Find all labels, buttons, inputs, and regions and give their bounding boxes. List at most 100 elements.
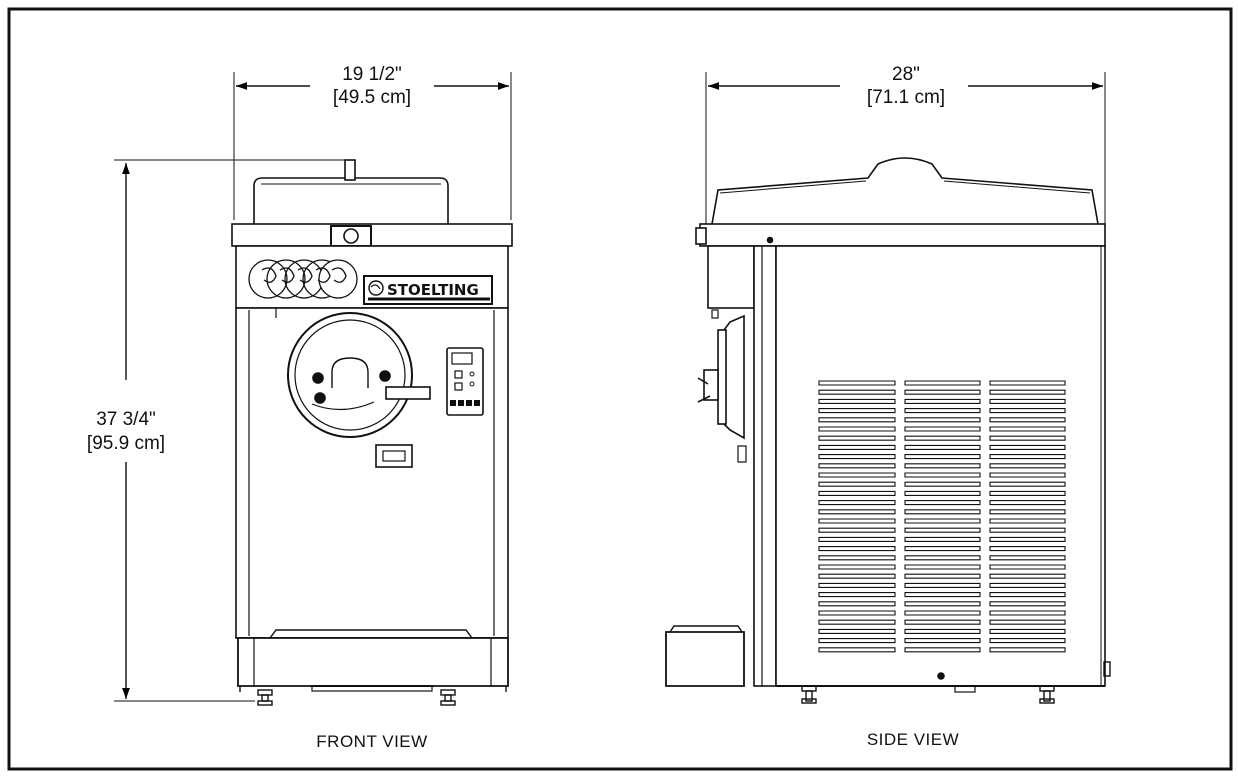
louver-slot (904, 408, 981, 414)
louver-slot (904, 417, 981, 423)
louver-slot (904, 435, 981, 441)
louver-slot (989, 444, 1066, 450)
front-drip-tray (237, 637, 509, 687)
louver-slot (989, 573, 1066, 579)
louver-slot (989, 647, 1066, 653)
louver-slot (904, 481, 981, 487)
front-height-metric: [95.9 cm] (87, 433, 165, 454)
louver-slot (818, 628, 896, 634)
side-depth-imperial: 28" (892, 64, 920, 85)
louver-slot (904, 601, 981, 607)
front-lid-handle (344, 159, 356, 181)
louver-slot (904, 582, 981, 588)
side-hopper-lid (711, 157, 1099, 225)
louver-slot (818, 380, 896, 386)
louver-slot (989, 527, 1066, 533)
side-view (665, 72, 1111, 704)
louver-slot (989, 564, 1066, 570)
louver-slot (904, 509, 981, 515)
louver-slot (904, 527, 981, 533)
louver-slot (818, 500, 896, 506)
louver-slot (818, 582, 896, 588)
louver-slot (818, 555, 896, 561)
dimension-labels: 19 1/2" [49.5 cm] 37 3/4" [95.9 cm] 28" … (87, 64, 945, 454)
louver-slot (818, 527, 896, 533)
side-view-caption: SIDE VIEW (867, 730, 959, 749)
louver-slot (989, 638, 1066, 644)
louver-slot (989, 426, 1066, 432)
louver-slot (904, 610, 981, 616)
louver-slot (818, 481, 896, 487)
front-view (114, 72, 513, 706)
louver-slot (989, 546, 1066, 552)
louver-slot (904, 619, 981, 625)
louver-slot (904, 490, 981, 496)
louver-slot (989, 417, 1066, 423)
front-width-metric: [49.5 cm] (333, 87, 411, 108)
louver-slot (989, 454, 1066, 460)
sheet-border (7, 7, 1233, 771)
louver-slot (904, 536, 981, 542)
louver-slot (904, 638, 981, 644)
louver-slot (818, 463, 896, 469)
front-flavor-graphic (248, 259, 358, 299)
louver-slot (818, 398, 896, 404)
louver-slot (904, 647, 981, 653)
louver-slot (904, 398, 981, 404)
louver-slot (904, 472, 981, 478)
louver-slot (989, 481, 1066, 487)
louver-slot (818, 472, 896, 478)
side-louvers (818, 380, 1066, 653)
louver-slot (989, 628, 1066, 634)
side-freezer-door (697, 309, 747, 463)
louver-slot (989, 472, 1066, 478)
louver-slot (904, 573, 981, 579)
louver-slot (904, 380, 981, 386)
louver-slot (904, 564, 981, 570)
louver-slot (818, 647, 896, 653)
louver-slot (818, 389, 896, 395)
louver-slot (989, 463, 1066, 469)
side-cabinet (775, 245, 1106, 687)
front-width-imperial: 19 1/2" (342, 64, 402, 85)
front-control-panel (446, 347, 484, 416)
side-front-frame (753, 245, 777, 687)
louver-slot (989, 610, 1066, 616)
louver-slot (904, 454, 981, 460)
louver-slot (904, 555, 981, 561)
louver-slot (989, 592, 1066, 598)
louver-slot (818, 435, 896, 441)
louver-slot (818, 638, 896, 644)
louver-slot (818, 454, 896, 460)
louver-slot (989, 555, 1066, 561)
louver-slot (989, 408, 1066, 414)
louver-slot (904, 628, 981, 634)
louver-slot (904, 444, 981, 450)
louver-slot (818, 426, 896, 432)
louver-slot (989, 398, 1066, 404)
louver-slot (989, 509, 1066, 515)
front-door-handle (375, 444, 413, 468)
louver-slot (818, 490, 896, 496)
louver-slot (818, 444, 896, 450)
louver-slot (989, 490, 1066, 496)
front-height-dimension (114, 159, 345, 702)
louver-slot (989, 380, 1066, 386)
louver-slot (818, 573, 896, 579)
side-depth-dimension (705, 72, 1106, 224)
louver-slot (989, 435, 1066, 441)
louver-slot (818, 546, 896, 552)
louver-slot (818, 592, 896, 598)
louver-slot (989, 582, 1066, 588)
louver-slot (904, 592, 981, 598)
louver-slot (818, 610, 896, 616)
side-drip-tray (665, 631, 745, 687)
louver-slot (904, 500, 981, 506)
louver-slot (904, 463, 981, 469)
side-feet (801, 661, 1111, 704)
louver-slot (818, 536, 896, 542)
louver-slot (989, 619, 1066, 625)
louver-slot (989, 536, 1066, 542)
louver-slot (818, 518, 896, 524)
